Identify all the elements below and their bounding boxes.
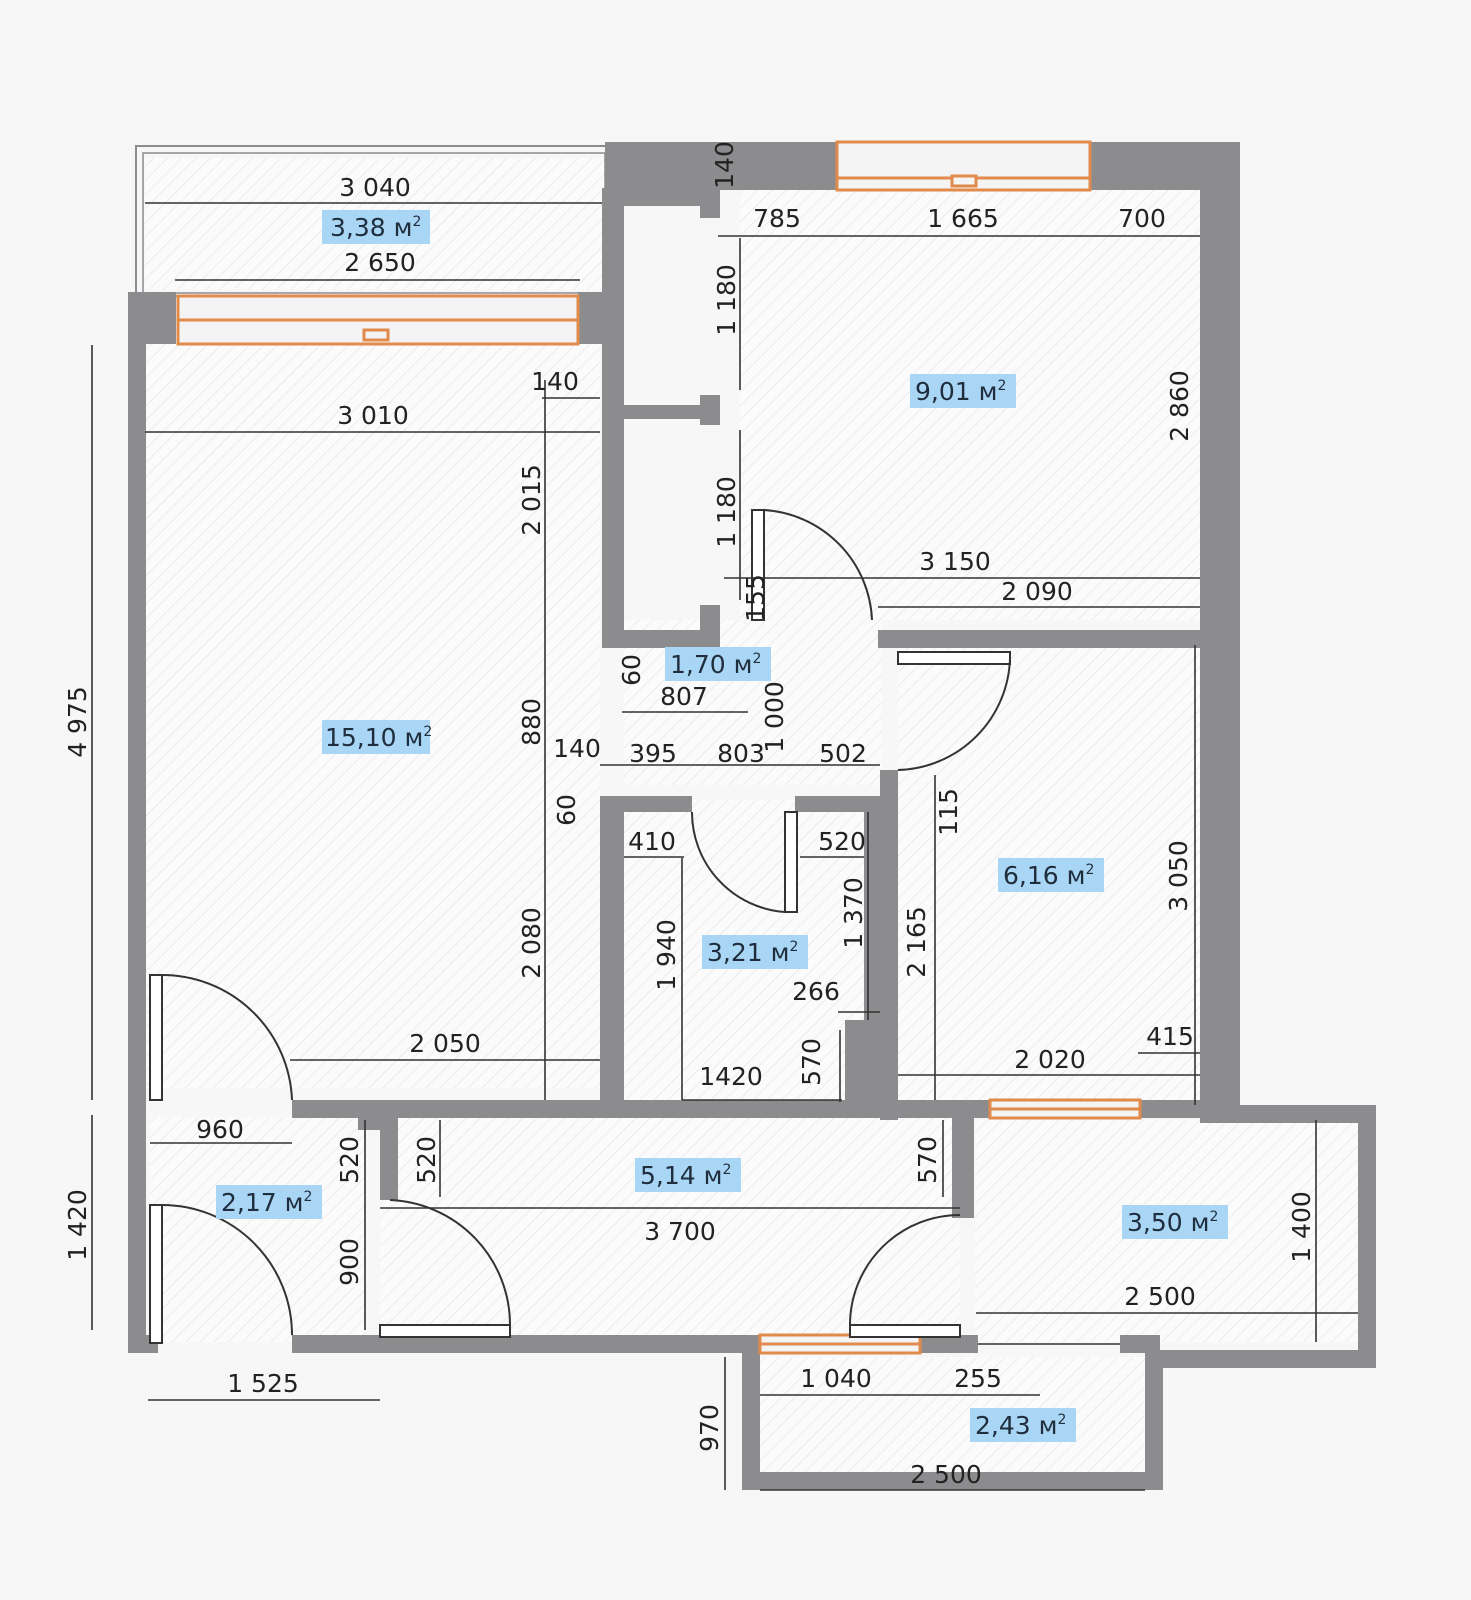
svg-text:15,10 м2: 15,10 м2 [325, 723, 432, 752]
dim-140-a: 140 [531, 367, 579, 396]
dim-115: 115 [934, 788, 963, 836]
dim-960: 960 [196, 1115, 244, 1144]
dim-2015: 2 015 [517, 464, 546, 536]
dim-410: 410 [628, 827, 676, 856]
dim-395: 395 [629, 739, 677, 768]
dim-155: 155 [741, 574, 770, 622]
window-right-room [988, 1098, 1142, 1120]
area-bathroom: 3,21 м2 [702, 935, 808, 969]
dim-2050: 2 050 [409, 1029, 481, 1058]
svg-text:3,50 м2: 3,50 м2 [1127, 1208, 1218, 1237]
dim-3040: 3 040 [339, 173, 411, 202]
area-room-right: 6,16 м2 [998, 858, 1104, 892]
dim-2080: 2 080 [517, 907, 546, 979]
svg-text:5,14 м2: 5,14 м2 [640, 1161, 731, 1190]
window-kitchen-loggia [758, 1333, 922, 1355]
dim-60-a: 60 [617, 654, 646, 686]
dim-2500-b: 2 500 [910, 1460, 982, 1489]
dim-785: 785 [753, 204, 801, 233]
dim-255: 255 [954, 1364, 1002, 1393]
dim-1180-b: 1 180 [712, 476, 741, 548]
dim-520-c: 520 [412, 1136, 441, 1184]
room-hall [380, 1117, 960, 1342]
dim-2860: 2 860 [1165, 370, 1194, 442]
room-entrance [150, 1117, 365, 1342]
dim-2020: 2 020 [1014, 1045, 1086, 1074]
dim-570-b: 570 [913, 1136, 942, 1184]
dim-3150: 3 150 [919, 547, 991, 576]
dim-1420-left: 1 420 [63, 1189, 92, 1261]
dim-807: 807 [660, 682, 708, 711]
area-labels: 3,38 м2 15,10 м2 9,01 м2 1,70 м2 3,21 м2… [216, 210, 1228, 1442]
svg-text:2,17 м2: 2,17 м2 [221, 1188, 312, 1217]
dim-3700: 3 700 [644, 1217, 716, 1246]
dim-2500-a: 2 500 [1124, 1282, 1196, 1311]
dim-1400: 1 400 [1287, 1191, 1316, 1263]
walls [128, 142, 1376, 1490]
door-right-room [897, 651, 1011, 771]
dim-60-b: 60 [552, 794, 581, 826]
area-loggia: 2,43 м2 [970, 1408, 1076, 1442]
dim-266: 266 [792, 977, 840, 1006]
dim-970: 970 [695, 1404, 724, 1452]
area-kitchen: 3,50 м2 [1122, 1205, 1228, 1239]
dim-1525: 1 525 [227, 1369, 299, 1398]
svg-text:3,38 м2: 3,38 м2 [330, 213, 421, 242]
room-floors [145, 158, 1360, 1472]
area-entrance: 2,17 м2 [216, 1185, 322, 1219]
dim-1940: 1 940 [652, 919, 681, 991]
dim-3050: 3 050 [1164, 840, 1193, 912]
door-bathroom [690, 811, 798, 913]
door-entrance [149, 1204, 293, 1344]
room-loggia [760, 1357, 1145, 1472]
dim-880: 880 [517, 698, 546, 746]
dim-2650: 2 650 [344, 248, 416, 277]
dim-520-a: 520 [818, 827, 866, 856]
dim-1000: 1 000 [760, 681, 789, 753]
windows [176, 140, 1142, 1355]
dim-140-b: 140 [710, 141, 739, 189]
dim-900: 900 [335, 1238, 364, 1286]
dim-2090: 2 090 [1001, 577, 1073, 606]
door-hall [379, 1199, 512, 1338]
dim-2165: 2 165 [902, 906, 931, 978]
svg-text:3,21 м2: 3,21 м2 [707, 938, 798, 967]
dim-700: 700 [1118, 204, 1166, 233]
dim-520-b: 520 [335, 1136, 364, 1184]
area-balcony-top: 3,38 м2 [322, 210, 430, 244]
svg-text:1,70 м2: 1,70 м2 [670, 650, 761, 679]
area-hall: 5,14 м2 [635, 1158, 741, 1192]
dim-570-a: 570 [797, 1038, 826, 1086]
dim-803: 803 [717, 739, 765, 768]
dim-1665: 1 665 [927, 204, 999, 233]
door-kitchen [849, 1214, 961, 1338]
dim-140-c: 140 [553, 734, 601, 763]
doors [149, 509, 1120, 1345]
dim-4975: 4 975 [63, 686, 92, 758]
room-large [145, 340, 600, 1088]
area-room-large: 15,10 м2 [322, 720, 432, 754]
window-large-room [176, 294, 580, 346]
svg-text:2,43 м2: 2,43 м2 [975, 1411, 1066, 1440]
door-large-room [149, 974, 293, 1101]
dim-1420-bath: 1420 [699, 1062, 763, 1091]
window-top-right-room [835, 140, 1092, 192]
dim-1180-a: 1 180 [712, 264, 741, 336]
area-corridor-small: 1,70 м2 [665, 647, 771, 681]
svg-text:6,16 м2: 6,16 м2 [1003, 861, 1094, 890]
dimension-labels: 3 040 2 650 140 3 010 2 015 880 2 080 2 … [63, 141, 1316, 1489]
dim-415: 415 [1146, 1022, 1194, 1051]
svg-text:9,01 м2: 9,01 м2 [915, 377, 1006, 406]
dim-1370: 1 370 [839, 877, 868, 949]
area-room-top-right: 9,01 м2 [910, 374, 1016, 408]
door-top-right-room [751, 509, 873, 621]
dim-502: 502 [819, 739, 867, 768]
dim-1040: 1 040 [800, 1364, 872, 1393]
dimension-lines [91, 235, 1358, 1491]
dim-3010: 3 010 [337, 401, 409, 430]
